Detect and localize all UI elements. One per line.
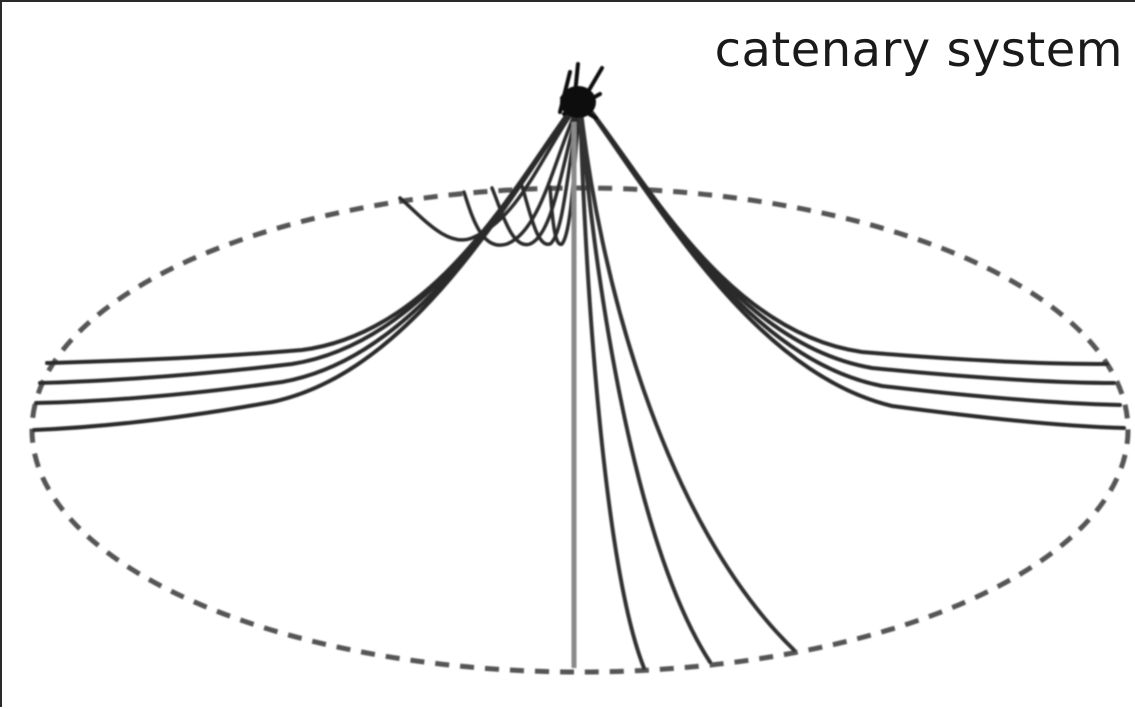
left-cable-1 (45, 95, 582, 365)
front-cable-2 (578, 100, 712, 664)
left-cable-4 (32, 95, 582, 432)
left-cables (32, 95, 582, 432)
front-cable-1 (578, 100, 646, 670)
right-cable-3 (578, 95, 1122, 407)
back-cable-3 (490, 100, 582, 247)
mast-top-anchor (558, 62, 604, 120)
right-cable-2 (578, 95, 1116, 385)
back-cable-2 (462, 100, 582, 247)
left-cable-3 (34, 95, 582, 405)
right-cable-1 (578, 95, 1109, 366)
left-cable-2 (38, 95, 582, 385)
right-cable-4 (578, 95, 1126, 430)
boundary-ellipse (29, 185, 1131, 675)
front-cable-3 (578, 100, 796, 652)
right-cables (578, 95, 1126, 430)
front-cables (578, 100, 796, 670)
diagram-title: catenary system (714, 22, 1123, 78)
